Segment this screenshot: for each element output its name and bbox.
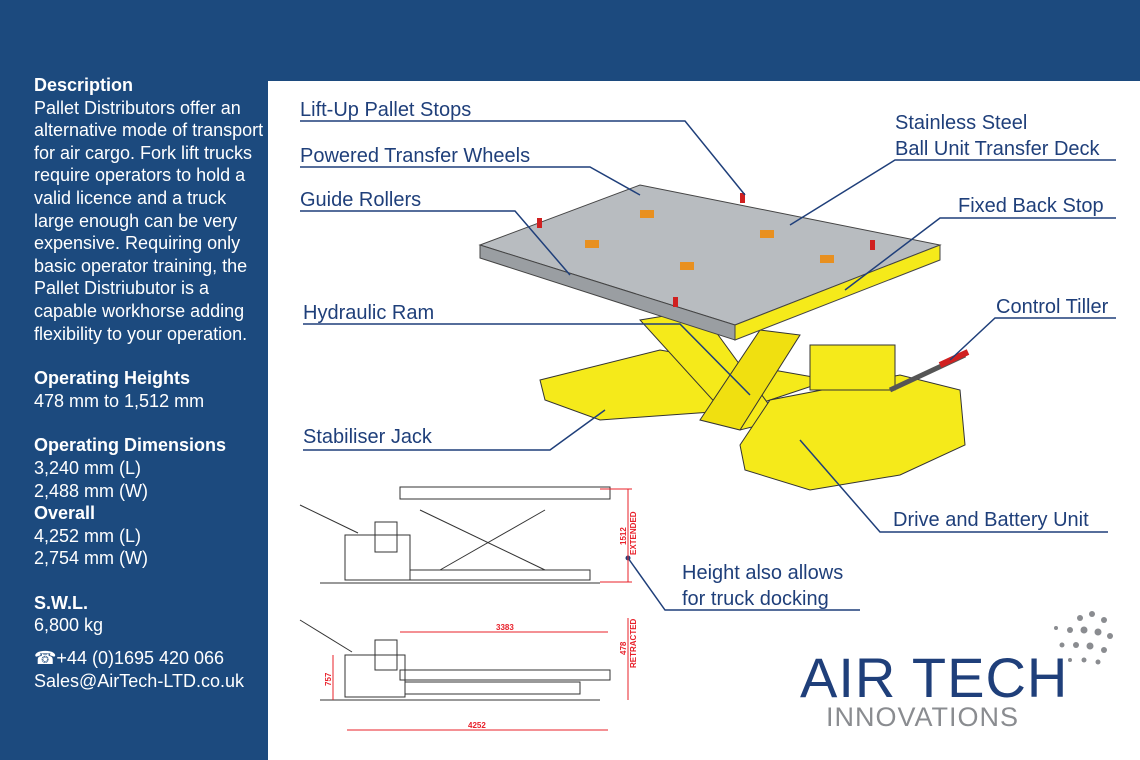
tiller-grip (938, 349, 970, 368)
logo-innovations: INNOVATIONS (826, 702, 1020, 732)
callout-control-tiller: Control Tiller (996, 296, 1109, 318)
callout-stainless-steel: Stainless Steel (895, 112, 1028, 134)
dims-width: 2,488 mm (W) (34, 480, 149, 501)
overall-width: 2,754 mm (W) (34, 548, 149, 569)
email-link[interactable]: Sales@AirTech-LTD.co.uk (34, 670, 245, 691)
phone-icon: ☎ (34, 648, 57, 669)
callout-stabiliser-jack: Stabiliser Jack (303, 426, 432, 448)
callout-powered-transfer-wheels: Powered Transfer Wheels (300, 145, 531, 167)
callout-height-line1: Height also allows (682, 562, 844, 584)
callout-height-line2: for truck docking (682, 588, 829, 610)
logo-air-tech: AIR TECH (800, 646, 1069, 709)
dim-overall-length: 4252 (468, 721, 486, 730)
battery-box (809, 344, 896, 391)
callout-ball-unit-deck: Ball Unit Transfer Deck (895, 138, 1100, 160)
side-elevation-extended (299, 486, 611, 584)
dim-retracted: 478 (619, 641, 628, 655)
description-text: Pallet Distributors offer an alternative… (34, 97, 264, 344)
callout-lines (300, 120, 1116, 611)
swl-value: 6,800 kg (34, 615, 104, 636)
description-heading: Description (34, 75, 134, 95)
drive-unit (739, 374, 966, 491)
heights-heading: Operating Heights (34, 368, 191, 389)
callout-drive-battery-unit: Drive and Battery Unit (893, 509, 1089, 531)
phone-number[interactable]: +44 (0)1695 420 066 (56, 648, 225, 669)
dim-retracted-label: RETRACTED (629, 618, 638, 668)
overall-heading: Overall (34, 503, 96, 524)
callout-guide-rollers: Guide Rollers (300, 189, 422, 211)
transfer-deck (478, 184, 942, 326)
spec-sidebar: Description Pallet Distributors offer an… (34, 74, 264, 692)
callout-lift-up-pallet-stops: Lift-Up Pallet Stops (300, 99, 472, 121)
scissor-arms-2 (699, 329, 801, 431)
dimension-lines (332, 488, 632, 731)
heights-value: 478 mm to 1,512 mm (34, 390, 205, 411)
callout-hydraulic-ram: Hydraulic Ram (303, 302, 435, 324)
dim-deck-length: 3383 (496, 623, 514, 632)
overall-length: 4,252 mm (L) (34, 525, 142, 546)
logo-sphere-icon (1054, 611, 1113, 665)
callout-fixed-back-stop: Fixed Back Stop (958, 195, 1104, 217)
dim-extended-label: EXTENDED (629, 511, 638, 555)
dim-extended: 1512 (619, 527, 628, 545)
dims-heading: Operating Dimensions (34, 435, 227, 456)
swl-heading: S.W.L. (34, 592, 88, 613)
side-elevation-retracted (299, 619, 611, 701)
dim-tiller-height: 757 (324, 672, 333, 686)
phone-line: ☎+44 (0)1695 420 066 (34, 647, 264, 670)
dims-length: 3,240 mm (L) (34, 457, 142, 478)
